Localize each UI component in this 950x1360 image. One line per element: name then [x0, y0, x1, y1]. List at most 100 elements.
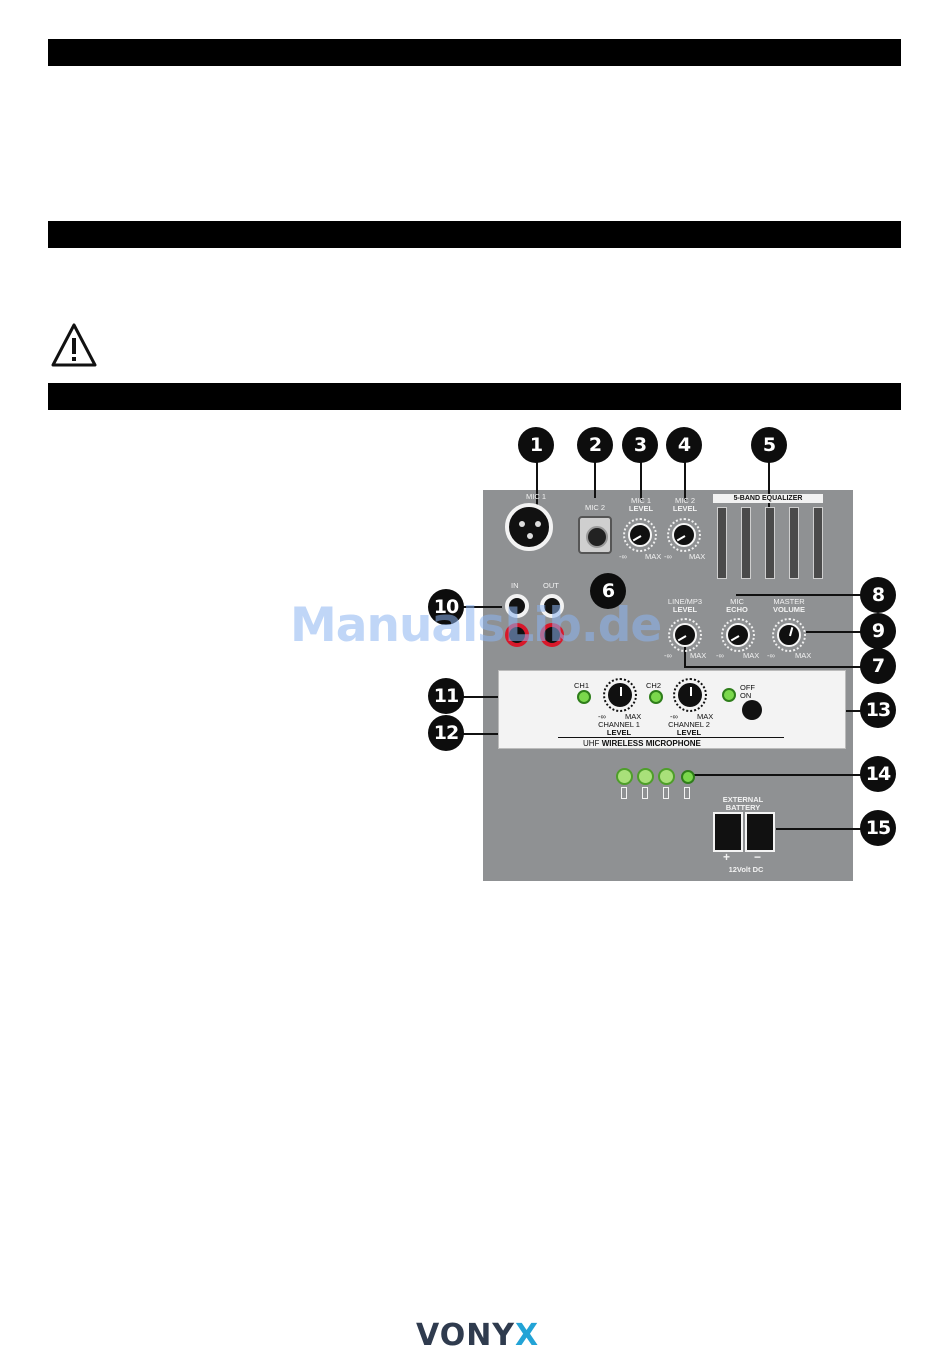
mic1-label: MIC 1 [525, 492, 546, 501]
line-level-bottom: LEVEL [672, 605, 698, 614]
callout-7: 7 [860, 648, 896, 684]
mic1-level-max: MAX [645, 552, 662, 561]
ch2-label: CH2 [646, 681, 662, 690]
rca-in-label: IN [511, 581, 519, 590]
warning-icon [51, 323, 97, 367]
master-min: -∞ [767, 651, 775, 660]
section-header-bar-3 [48, 383, 901, 410]
wireless-title: UHF WIRELESS MICROPHONE [583, 739, 701, 748]
power-led [722, 688, 736, 702]
mic1-level-scale [623, 518, 657, 552]
charging-icon [684, 787, 690, 799]
plus-sign: + [723, 850, 731, 864]
power-button[interactable] [742, 700, 762, 720]
mic2-level-knob[interactable] [672, 523, 696, 547]
callout-line-7 [684, 666, 862, 668]
callout-11: 11 [428, 678, 464, 714]
battery-mid-icon [642, 787, 648, 799]
ch2-scale [673, 678, 707, 712]
battery-led-3 [658, 768, 675, 785]
eq-slider-3[interactable] [765, 507, 775, 579]
ch1-max: MAX [625, 712, 642, 721]
eq-slider-2[interactable] [741, 507, 751, 579]
callout-line-10 [462, 606, 502, 608]
echo-top: MIC [730, 597, 744, 606]
ch2-level: LEVEL [676, 728, 702, 737]
eq-slider-4[interactable] [789, 507, 799, 579]
echo-min: -∞ [716, 651, 724, 660]
mic2-jack-input[interactable] [578, 516, 612, 554]
ch1-scale [603, 678, 637, 712]
ch1-led [577, 690, 591, 704]
callout-8: 8 [860, 577, 896, 613]
ch2-max: MAX [697, 712, 714, 721]
eq-title: 5-BAND EQUALIZER [713, 494, 823, 503]
section-header-bar-2 [48, 221, 901, 248]
master-top: MASTER [773, 597, 805, 606]
callout-5: 5 [751, 427, 787, 463]
mic2-level-bottom: LEVEL [672, 504, 698, 513]
callout-line-3 [640, 460, 642, 500]
ch2-title: CHANNEL 2 [668, 720, 710, 729]
callout-4: 4 [666, 427, 702, 463]
battery-low-icon [621, 787, 627, 799]
ch2-led [649, 690, 663, 704]
wireless-section [498, 670, 846, 749]
echo-bottom: ECHO [726, 605, 748, 614]
mic1-level-knob[interactable] [628, 523, 652, 547]
callout-15: 15 [860, 810, 896, 846]
callout-line-7b [684, 645, 686, 667]
mic1-level-min: -∞ [619, 552, 627, 561]
callout-line-9 [806, 631, 862, 633]
echo-max: MAX [743, 651, 760, 660]
master-max: MAX [795, 651, 812, 660]
battery-led-1 [616, 768, 633, 785]
master-volume-knob[interactable] [777, 623, 801, 647]
ext-battery-line2: BATTERY [725, 803, 761, 812]
callout-line-1 [536, 460, 538, 505]
ch1-level-knob[interactable] [608, 683, 632, 707]
callout-line-8 [736, 594, 862, 596]
eq-slider-1[interactable] [717, 507, 727, 579]
battery-full-icon [663, 787, 669, 799]
ext-battery-minus-terminal[interactable] [745, 812, 775, 852]
mic2-level-min: -∞ [664, 552, 672, 561]
mic2-label: MIC 2 [584, 503, 605, 512]
echo-knob[interactable] [726, 623, 750, 647]
master-bottom: VOLUME [772, 605, 806, 614]
equalizer: 5-BAND EQUALIZER [713, 494, 828, 586]
charge-led [681, 770, 695, 784]
section-header-bar-1 [48, 39, 901, 66]
echo-scale [721, 618, 755, 652]
callout-2: 2 [577, 427, 613, 463]
line-level-top: LINE/MP3 [667, 597, 703, 606]
callout-line-15 [776, 828, 862, 830]
battery-led-2 [637, 768, 654, 785]
rca-in-white[interactable] [505, 594, 529, 618]
mic1-level-bottom: LEVEL [628, 504, 654, 513]
ch1-title: CHANNEL 1 [598, 720, 640, 729]
callout-line-2 [594, 460, 596, 498]
off-label: OFF [740, 683, 755, 692]
callout-1: 1 [518, 427, 554, 463]
line-level-knob[interactable] [673, 623, 697, 647]
callout-3: 3 [622, 427, 658, 463]
ext-battery-plus-terminal[interactable] [713, 812, 743, 852]
ch2-level-knob[interactable] [678, 683, 702, 707]
rca-out-red[interactable] [540, 623, 564, 647]
mic1-level-top: MIC 1 [630, 496, 651, 505]
rca-out-white[interactable] [540, 594, 564, 618]
callout-10: 10 [428, 589, 464, 625]
callout-line-14 [690, 774, 862, 776]
ch1-min: -∞ [598, 712, 606, 721]
line-level-min: -∞ [664, 651, 672, 660]
mic2-level-top: MIC 2 [674, 496, 695, 505]
eq-slider-5[interactable] [813, 507, 823, 579]
callout-line-4 [684, 460, 686, 500]
callout-9: 9 [860, 613, 896, 649]
mic1-xlr-input[interactable] [505, 503, 553, 551]
ch2-min: -∞ [670, 712, 678, 721]
line-level-max: MAX [690, 651, 707, 660]
on-label: ON [740, 691, 752, 700]
rca-in-red[interactable] [505, 623, 529, 647]
